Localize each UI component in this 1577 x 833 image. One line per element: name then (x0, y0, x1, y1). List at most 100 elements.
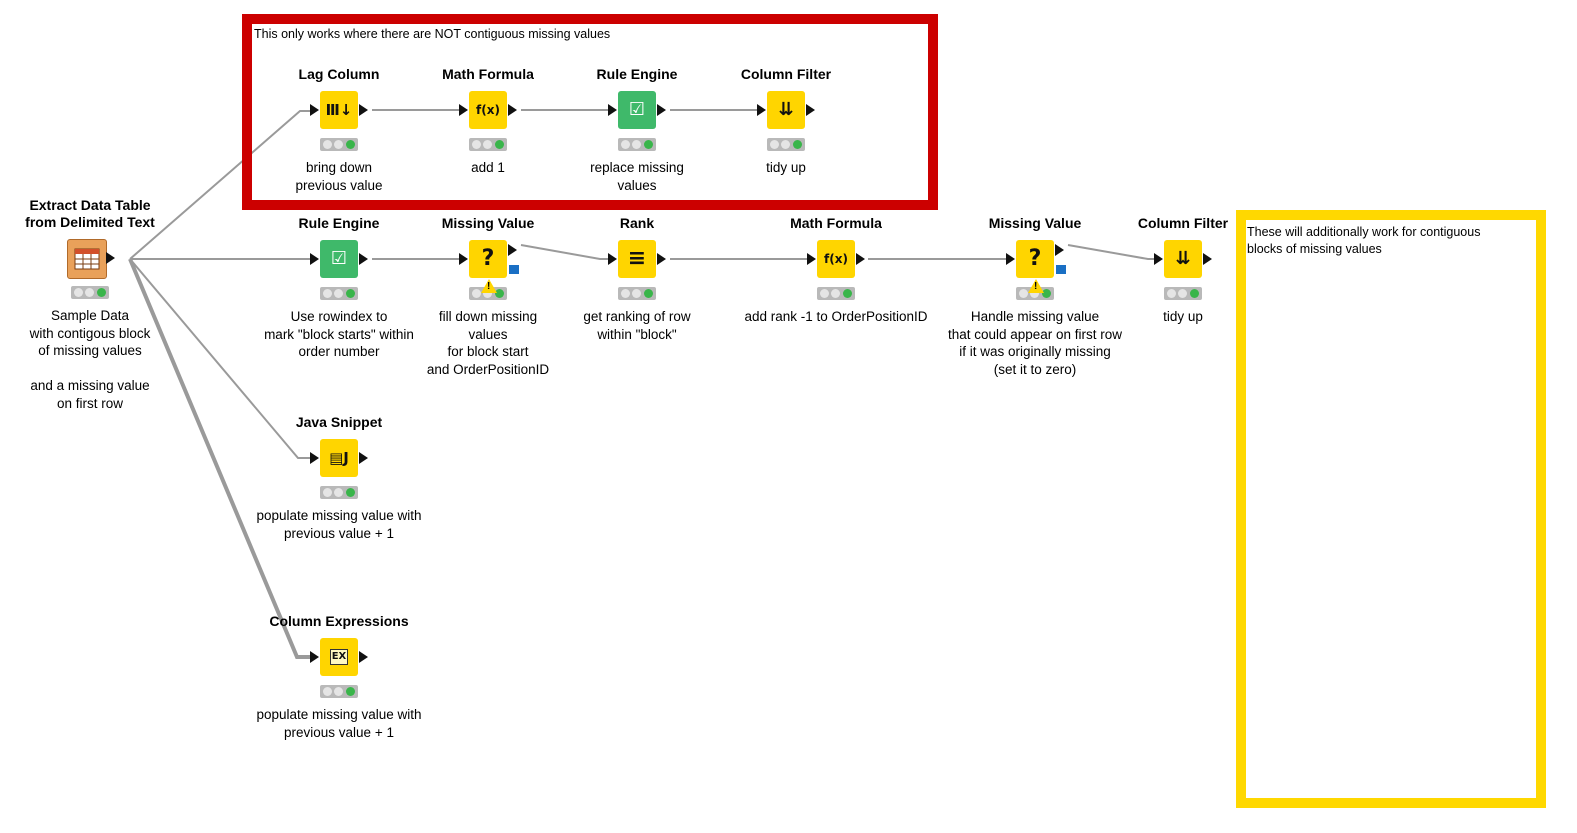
node-math-formula-1[interactable]: Math Formula f(x) add 1 (393, 66, 583, 177)
output-port[interactable] (359, 452, 368, 464)
node-rule-engine-2[interactable]: Rule Engine ☑ Use rowindex to mark "bloc… (244, 215, 434, 361)
node-title: Math Formula (790, 215, 882, 231)
node-title: Extract Data Table from Delimited Text (25, 197, 155, 230)
node-status-indicator (320, 287, 358, 300)
input-port[interactable] (1006, 253, 1015, 265)
node-description: tidy up (1163, 309, 1203, 324)
node-column-filter-2[interactable]: Column Filter ⇊ tidy up (1088, 215, 1278, 326)
node-status-indicator (320, 138, 358, 151)
input-port[interactable] (1154, 253, 1163, 265)
node-description: fill down missing values for block start… (426, 309, 550, 377)
warning-icon: ! (481, 279, 497, 293)
annotation-text: These will additionally work for contigu… (1247, 225, 1481, 256)
node-title: Column Expressions (269, 613, 409, 629)
node-status-indicator: ! (1016, 279, 1054, 300)
warning-icon: ! (1028, 279, 1044, 293)
node-lag-column[interactable]: Lag Column Ⅲ↓ bring down previous value (244, 66, 434, 194)
node-description: tidy up (766, 160, 806, 175)
node-title: Rule Engine (298, 215, 380, 231)
node-title: Column Filter (740, 66, 832, 82)
node-title: Rank (619, 215, 655, 231)
input-port[interactable] (310, 104, 319, 116)
output-port[interactable] (1055, 244, 1064, 256)
node-description: replace missing values (590, 160, 684, 193)
output-port[interactable] (657, 104, 666, 116)
node-title: Missing Value (441, 215, 535, 231)
node-description: Handle missing value that could appear o… (947, 309, 1123, 377)
output-port[interactable] (657, 253, 666, 265)
input-port[interactable] (807, 253, 816, 265)
node-description: Sample Data with contigous block of miss… (29, 308, 151, 411)
output-port[interactable] (856, 253, 865, 265)
missing-value-icon: ? (469, 240, 507, 278)
node-title: Lag Column (298, 66, 380, 82)
input-port[interactable] (310, 452, 319, 464)
node-description: Use rowindex to mark "block starts" with… (264, 309, 414, 359)
node-rank[interactable]: Rank ≡ get ranking of row within "block" (542, 215, 732, 343)
input-port[interactable] (757, 104, 766, 116)
math-formula-icon: f(x) (817, 240, 855, 278)
node-description: add 1 (471, 160, 505, 175)
node-column-filter-1[interactable]: Column Filter ⇊ tidy up (691, 66, 881, 177)
node-status-indicator (469, 138, 507, 151)
node-status-indicator (618, 287, 656, 300)
output-port[interactable] (1203, 253, 1212, 265)
node-title: Java Snippet (295, 414, 383, 430)
output-port[interactable] (508, 244, 517, 256)
output-port[interactable] (508, 104, 517, 116)
node-status-indicator (320, 486, 358, 499)
node-status-indicator (618, 138, 656, 151)
table-reader-icon (67, 239, 107, 279)
node-description: populate missing value with previous val… (256, 707, 422, 740)
annotation-contiguous[interactable]: These will additionally work for contigu… (1236, 210, 1546, 808)
input-port[interactable] (459, 253, 468, 265)
output-port[interactable] (359, 104, 368, 116)
node-title: Rule Engine (596, 66, 678, 82)
node-status-indicator (1164, 287, 1202, 300)
node-description: populate missing value with previous val… (256, 508, 422, 541)
node-status-indicator (817, 287, 855, 300)
node-rule-engine-1[interactable]: Rule Engine ☑ replace missing values (542, 66, 732, 194)
node-missing-value-1[interactable]: Missing Value ? ! fill down missing valu… (393, 215, 583, 378)
output-port[interactable] (359, 651, 368, 663)
annotation-text: This only works where there are NOT cont… (254, 27, 611, 41)
annotation-not-contiguous[interactable]: This only works where there are NOT cont… (242, 14, 938, 210)
column-filter-icon: ⇊ (1164, 240, 1202, 278)
column-filter-icon: ⇊ (767, 91, 805, 129)
column-expressions-icon: EX (320, 638, 358, 676)
java-snippet-icon: ▤J (320, 439, 358, 477)
model-output-port[interactable] (1056, 265, 1066, 274)
node-description: bring down previous value (295, 160, 383, 193)
output-port[interactable] (359, 253, 368, 265)
output-port[interactable] (806, 104, 815, 116)
rank-icon: ≡ (618, 240, 656, 278)
node-math-formula-2[interactable]: Math Formula f(x) add rank -1 to OrderPo… (741, 215, 931, 326)
node-description: add rank -1 to OrderPositionID (744, 309, 928, 324)
node-title: Math Formula (442, 66, 534, 82)
input-port[interactable] (608, 104, 617, 116)
rule-engine-icon: ☑ (618, 91, 656, 129)
node-status-indicator: ! (469, 279, 507, 300)
input-port[interactable] (459, 104, 468, 116)
node-title: Column Filter (1137, 215, 1229, 231)
node-extract-data-table[interactable]: Extract Data Table from Delimited Text S… (0, 197, 185, 412)
node-status-indicator (71, 286, 109, 299)
input-port[interactable] (608, 253, 617, 265)
model-output-port[interactable] (509, 265, 519, 274)
connection-extract-colexpr (128, 258, 316, 659)
node-status-indicator (320, 685, 358, 698)
node-status-indicator (767, 138, 805, 151)
node-column-expressions[interactable]: Column Expressions EX populate missing v… (244, 613, 434, 741)
missing-value-icon: ? (1016, 240, 1054, 278)
node-java-snippet[interactable]: Java Snippet ▤J populate missing value w… (244, 414, 434, 542)
node-missing-value-2[interactable]: Missing Value ? ! Handle missing value t… (940, 215, 1130, 378)
node-description: get ranking of row within "block" (583, 309, 691, 342)
node-title: Missing Value (988, 215, 1082, 231)
math-formula-icon: f(x) (469, 91, 507, 129)
lag-column-icon: Ⅲ↓ (320, 91, 358, 129)
input-port[interactable] (310, 253, 319, 265)
output-port[interactable] (106, 252, 115, 264)
rule-engine-icon: ☑ (320, 240, 358, 278)
input-port[interactable] (310, 651, 319, 663)
